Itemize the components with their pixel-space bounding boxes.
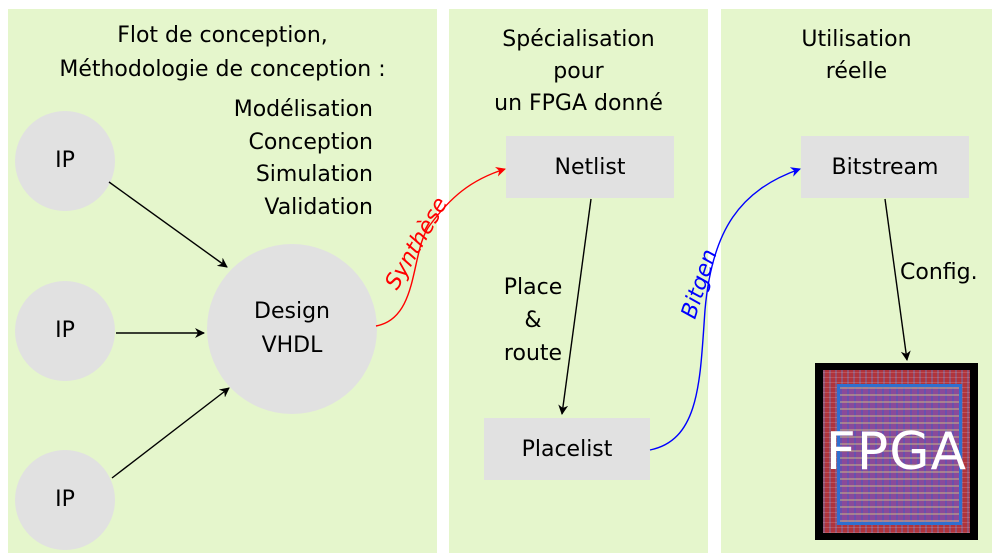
arrow-ip-top-to-design [108, 181, 228, 268]
config-label: Config. [900, 260, 978, 285]
bitgen-curve [649, 167, 801, 451]
synthese-curve [375, 166, 506, 327]
fpga-chip-core [837, 384, 962, 525]
place-route-label-1: Place [503, 275, 563, 300]
step-validation: Validation [264, 195, 373, 220]
specialisation-title-2: pour [553, 59, 604, 84]
place-route-label-3: route [503, 341, 563, 366]
ip-node-top-label: IP [55, 148, 75, 173]
design-vhdl-line1: Design [254, 299, 330, 324]
step-conception: Conception [248, 130, 373, 155]
fpga-chip-label: FPGA [825, 421, 968, 482]
ip-node-middle-label: IP [55, 318, 75, 343]
design-flow-title-1: Flot de conception, [117, 23, 328, 48]
placelist-box: Placelist [484, 418, 650, 480]
ip-node-middle: IP [15, 281, 115, 381]
bitstream-box: Bitstream [801, 136, 969, 198]
arrow-ip-bottom-to-design [111, 387, 230, 479]
design-flow-title-2: Méthodologie de conception : [59, 57, 386, 82]
usage-title-1: Utilisation [801, 27, 912, 52]
specialisation-title-3: un FPGA donné [494, 91, 663, 116]
netlist-box: Netlist [506, 136, 674, 198]
ip-node-bottom: IP [15, 450, 115, 550]
specialisation-title-1: Spécialisation [502, 27, 655, 52]
design-vhdl-line2: VHDL [261, 333, 323, 358]
ip-node-top: IP [15, 111, 115, 211]
usage-title-2: réelle [825, 59, 888, 84]
step-modelisation: Modélisation [233, 97, 373, 122]
step-simulation: Simulation [255, 162, 373, 187]
arrow-bitstream-to-fpga [884, 198, 911, 361]
place-route-label-2: & [524, 308, 542, 333]
bitgen-label: Bitgen [677, 246, 723, 322]
arrow-netlist-to-placelist [558, 198, 592, 415]
synthese-label: Synthèse [381, 193, 454, 294]
fpga-chip-image: FPGA [815, 363, 978, 540]
fpga-chip-die [823, 370, 970, 533]
ip-node-bottom-label: IP [55, 487, 75, 512]
design-vhdl-node: Design VHDL [207, 244, 377, 414]
